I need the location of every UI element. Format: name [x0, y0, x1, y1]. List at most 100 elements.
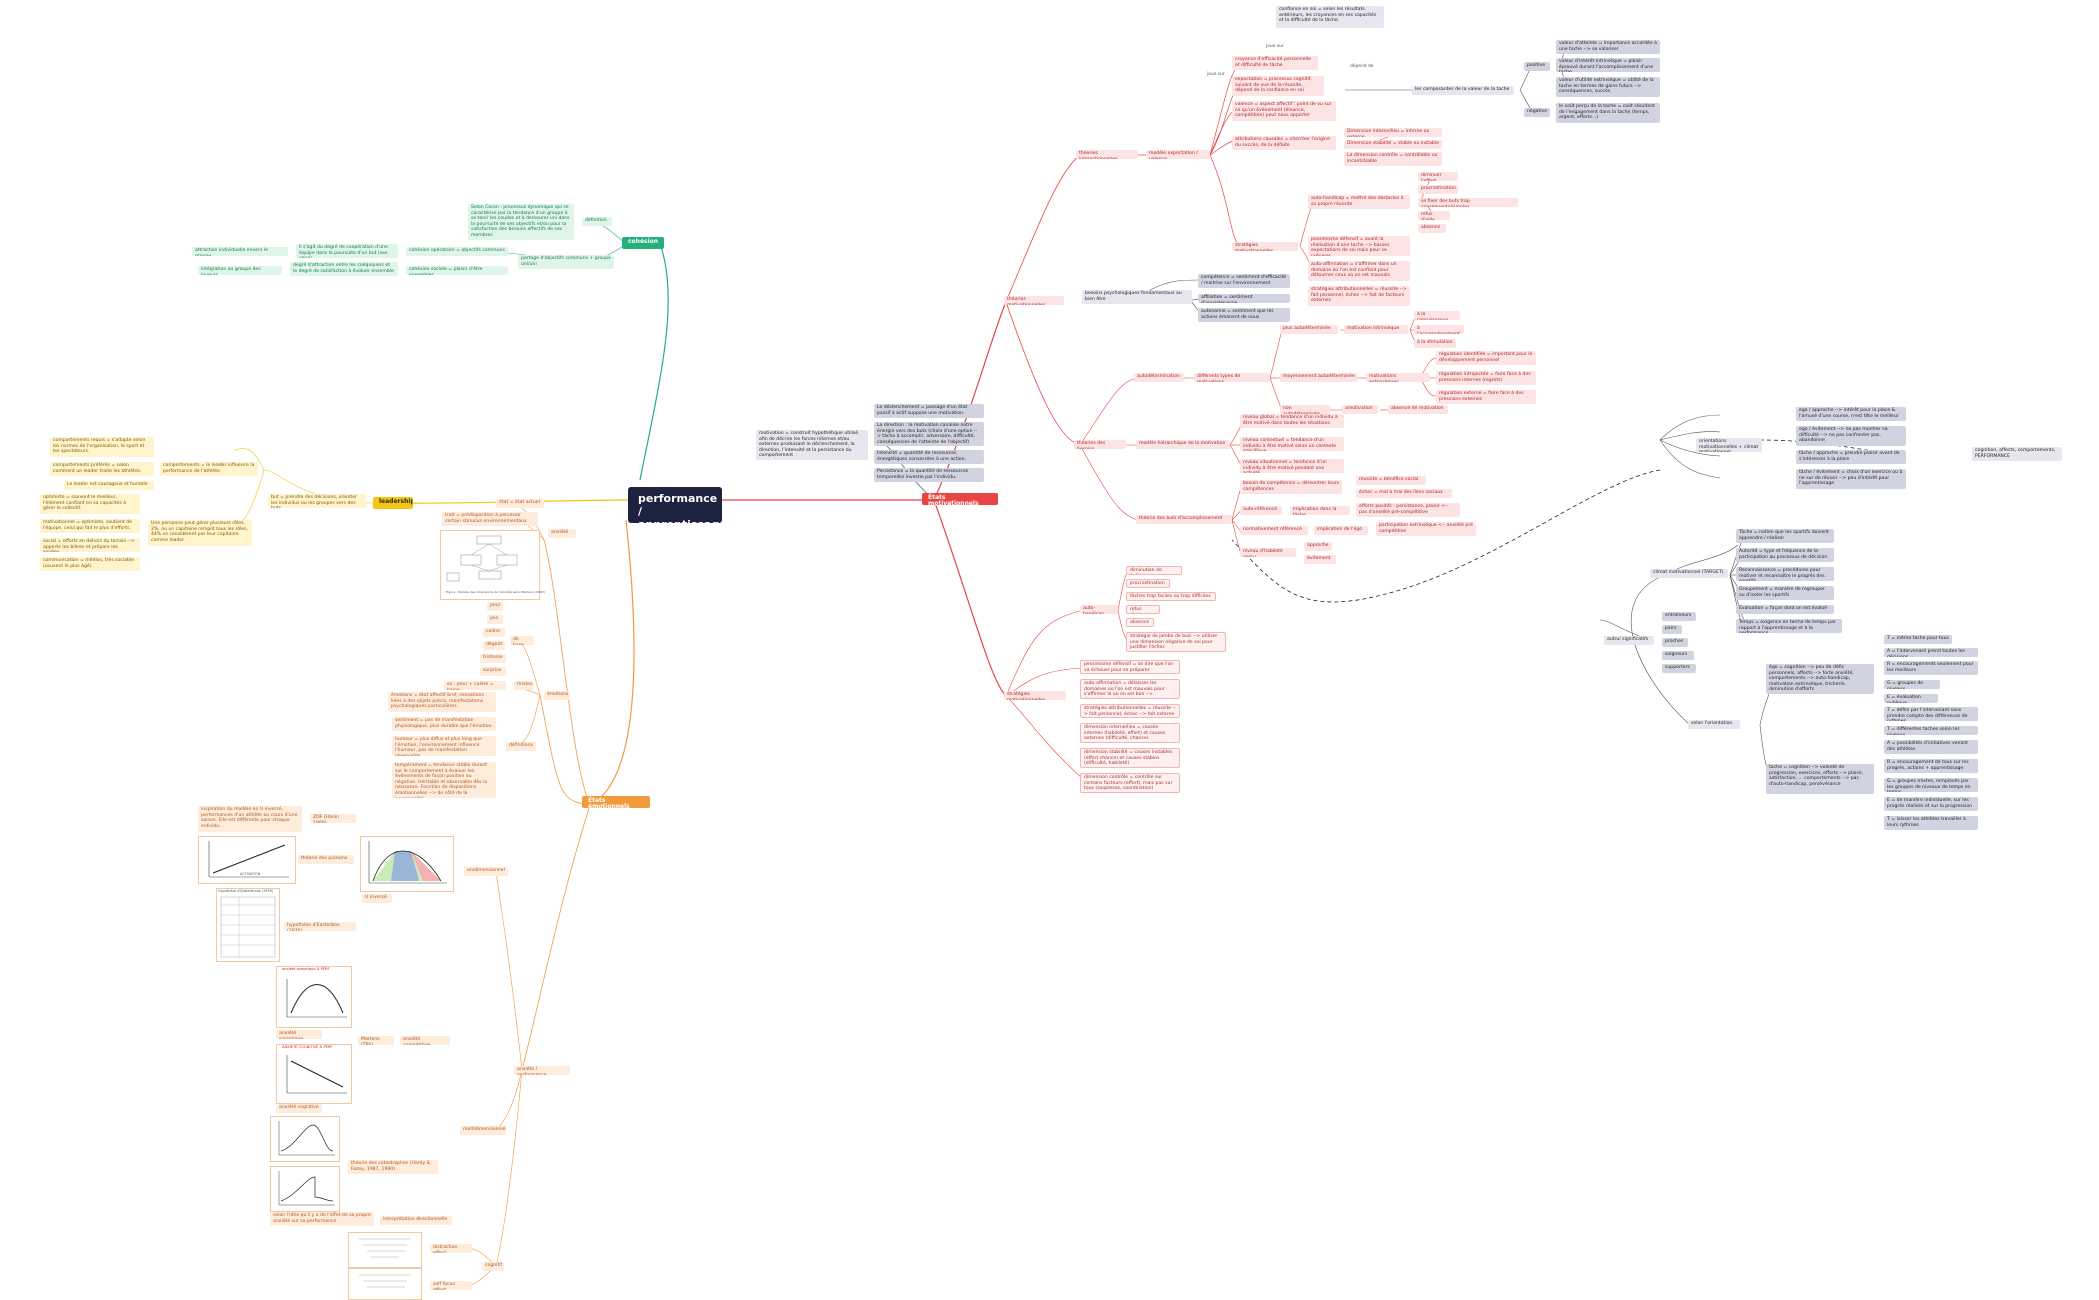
zof-description[interactable]: inspiration du modèle en U inversé, perf… — [198, 806, 302, 832]
ah-buts[interactable]: se fixer des buts trop conséquents/simpl… — [1418, 198, 1518, 207]
ev-item-expectation[interactable]: expectation = processus cognitif, suivan… — [1232, 76, 1324, 96]
tm-non[interactable]: non autodéterminée — [1280, 405, 1330, 414]
unidimensionnel[interactable]: unidimensionnel — [464, 867, 508, 876]
niveau-global[interactable]: niveau global = tendance d'un individu à… — [1240, 414, 1344, 428]
cout-percu[interactable]: le coût perçu de la tache = coût résulta… — [1556, 103, 1660, 123]
strat2-pessimisme[interactable]: pessimisme défensif = se dire que l'on v… — [1080, 660, 1180, 674]
cognitif[interactable]: cognitif — [482, 1262, 504, 1271]
valence-negative[interactable]: négative — [1524, 108, 1550, 117]
def-emotions[interactable]: émotions = état affectif bref, sensation… — [388, 692, 496, 712]
besoin-competence[interactable]: compétence = sentiment d'efficacité / ma… — [1198, 274, 1290, 288]
cohesion-operatoire[interactable]: cohésion opératoire = objectifs communs — [406, 247, 508, 256]
niveau-situationnel[interactable]: niveau situationnel = tendance d'un indi… — [1240, 459, 1344, 473]
role-social[interactable]: social = efforts en dehors du terrain --… — [40, 538, 140, 552]
ah2-jambe-bois[interactable]: stratégie de jambe de bois --> utiliser … — [1126, 632, 1226, 652]
ego-result[interactable]: participation extrinsèque <-- anxiété pr… — [1376, 522, 1476, 536]
target-groupement[interactable]: Groupement = manière de regrouper ou d'i… — [1736, 586, 1834, 600]
branch-emotion[interactable]: États émotionnels — [582, 796, 650, 808]
auto-reference[interactable]: auto-référencé — [1240, 506, 1282, 515]
orient-ego-approche[interactable]: ego / approche --> intérêt pour la place… — [1796, 407, 1906, 421]
task-e[interactable]: E = de manière individuelle, sur les pro… — [1884, 797, 1978, 811]
autrui-proches[interactable]: proches — [1662, 638, 1688, 647]
ego-a[interactable]: A = l'intervenant prend toutes les décis… — [1884, 648, 1978, 657]
valence-components[interactable]: les composantes de la valeur de la tache — [1412, 86, 1514, 95]
ego-r[interactable]: R = encouragements seulement pour les me… — [1884, 661, 1978, 675]
target-autorite[interactable]: Autorité = type et fréquence de la parti… — [1736, 548, 1834, 562]
facet-persistance[interactable]: Persistance = la quantité de ressources … — [874, 468, 984, 482]
anxiete-performance[interactable]: anxiété / performance — [514, 1066, 570, 1075]
emo-colere[interactable]: colère — [483, 628, 505, 637]
auto-handicap-2[interactable]: auto-handicap — [1080, 605, 1118, 614]
auto-affirmation-1[interactable]: auto-affirmation = s'affirmer dans un do… — [1308, 261, 1410, 281]
intr-stimulation[interactable]: à la stimulation — [1414, 339, 1456, 348]
besoin-autonomie[interactable]: autonomie = sentiment que les actions ém… — [1198, 308, 1290, 322]
interpretation-directionnelle[interactable]: interprétation directionnelle — [380, 1216, 452, 1225]
dim-interne[interactable]: Dimension interne/lieu = interne ou exte… — [1344, 128, 1442, 137]
leadership-but[interactable]: but = prendre des décisions, orienter le… — [268, 494, 366, 508]
autrui-entraineurs[interactable]: entraîneurs — [1662, 612, 1696, 621]
attraction-individuelle[interactable]: attraction individuelle envers le groupe — [192, 247, 288, 256]
task-a[interactable]: A = possibilités d'initiatives venant de… — [1884, 740, 1978, 754]
habilete-evitement[interactable]: évitement — [1304, 555, 1336, 564]
autrui-supporters[interactable]: supporters — [1662, 664, 1696, 673]
ah-absence[interactable]: absence — [1418, 224, 1446, 233]
ah2-taches[interactable]: tâches trop faciles ou trop difficiles — [1126, 592, 1216, 601]
comp-preferes[interactable]: comportements préférés = selon comment u… — [50, 462, 154, 476]
ah2-absence[interactable]: absence — [1126, 618, 1154, 627]
u-inverse[interactable]: U inversé — [362, 894, 392, 903]
strat2-auto-affirmation[interactable]: auto-affirmation = délaisser les domaine… — [1080, 679, 1180, 699]
target-evaluation[interactable]: Évaluation = façon dont on est évalué — [1736, 605, 1834, 614]
def-humeur[interactable]: humeur = plus diffus et plus long que l'… — [392, 736, 496, 756]
cohesion-definition-label[interactable]: définition — [582, 217, 612, 226]
ego-t[interactable]: T = même tache pour tous — [1884, 635, 1952, 644]
dim-controle[interactable]: La dimension contrôle = contrôlable ou i… — [1344, 152, 1442, 166]
cohesion-sociale-desc[interactable]: degré d'attraction entre les coéquipiers… — [290, 262, 398, 276]
branch-leadership[interactable]: leadership — [373, 497, 413, 509]
theories-interactionnistes[interactable]: théories interactionnistes — [1076, 150, 1138, 159]
pessimisme-defensif-1[interactable]: pessimisme défensif = avant la réalisati… — [1308, 236, 1410, 256]
ah2-refus[interactable]: refus d'aides — [1126, 605, 1160, 614]
implication-ego[interactable]: implication de l'égo — [1314, 526, 1368, 535]
comp-requis[interactable]: comportements requis = s'adapte selon le… — [50, 437, 154, 457]
ah-refus-aide[interactable]: refus d'aide — [1418, 211, 1450, 220]
anxiete[interactable]: anxiété — [548, 529, 576, 538]
amotivation[interactable]: amotivation — [1342, 405, 1378, 414]
strat2-stabilite[interactable]: dimension stabilité = causes instables (… — [1080, 748, 1180, 768]
motivations-extrinseques[interactable]: motivations extrinsèques — [1366, 373, 1430, 382]
cohesion-definition[interactable]: Selon Caron : processus dynamique qui se… — [468, 204, 574, 240]
orient-ego-evitement[interactable]: ego / évitement --> ne pas montrer sa di… — [1796, 426, 1906, 446]
emo-degout[interactable]: dégoût — [483, 641, 505, 650]
autrui-soigneurs[interactable]: soigneurs — [1662, 651, 1694, 660]
role-communication[interactable]: communication = médias, très sociable (s… — [40, 557, 140, 571]
auto-handicap-1[interactable]: auto-handicap = mettre des obstacles à s… — [1308, 195, 1410, 209]
anxiete-competitive[interactable]: anxiété compétitive — [400, 1036, 450, 1045]
niveau-contextuel[interactable]: niveau contextuel = tendance d'un indivi… — [1240, 437, 1344, 451]
strat2-controle[interactable]: dimension contrôle = contrôle sur certai… — [1080, 773, 1180, 793]
habilete-percu[interactable]: niveau d'habileté perçu — [1240, 548, 1296, 557]
climat-target[interactable]: climat motivationnel (TARGET) — [1650, 569, 1728, 578]
autodetermination[interactable]: autodétermination — [1134, 373, 1184, 382]
ego-orientation[interactable]: égo = cognition --> peu de défis personn… — [1766, 664, 1874, 694]
strat2-attributionnelles[interactable]: stratégies attributionnelles = réussite … — [1080, 704, 1180, 718]
reg-identifiee[interactable]: régulation identifiée = important pour l… — [1436, 351, 1536, 365]
ev-item-valence[interactable]: valence = aspect affectif : point de vu … — [1232, 101, 1336, 121]
selon-orientation[interactable]: selon l'orientation — [1688, 720, 1740, 729]
partage-objectifs[interactable]: partage d'objectifs communs + groupe uni… — [518, 255, 614, 269]
modele-hierarchique[interactable]: modèle hiérarchique de la motivation — [1136, 440, 1230, 449]
branch-cohesion[interactable]: cohésion — [622, 237, 664, 249]
besoin-affiliation[interactable]: affiliation = sentiment d'appartenance — [1198, 294, 1290, 303]
etat-actuel[interactable]: état = état actuel — [496, 499, 544, 508]
root-topic[interactable]: performance / apprentissage — [628, 487, 722, 523]
orient-tache-approche[interactable]: tâche / approche = prendre plaisir avant… — [1796, 450, 1906, 464]
buts-accomplissement[interactable]: théorie des buts d'accomplissement — [1136, 515, 1232, 524]
target-tache[interactable]: Tâche = notion que les sportifs doivent … — [1736, 529, 1834, 543]
cohesion-sociale[interactable]: cohésion sociale = plaisir d'être ensemb… — [406, 266, 508, 275]
theories-besoins[interactable]: théories des besoins — [1074, 440, 1126, 449]
intr-accomplissement[interactable]: à l'accomplissement — [1414, 325, 1464, 334]
ah2-diminution[interactable]: diminution de l'effort — [1126, 566, 1182, 575]
ev-item-attributions[interactable]: attributions causales = chercher l'origi… — [1232, 136, 1336, 150]
branch-motivation[interactable]: États motivationnels — [922, 493, 998, 505]
emo-tristesse[interactable]: tristesse — [480, 654, 506, 663]
theorie-catastrophes[interactable]: théorie des catastrophes (Hardy & Fazey,… — [348, 1160, 438, 1174]
selon-idee-direction[interactable]: selon l'idée qu'il y a de l'effet de sa … — [270, 1212, 374, 1226]
